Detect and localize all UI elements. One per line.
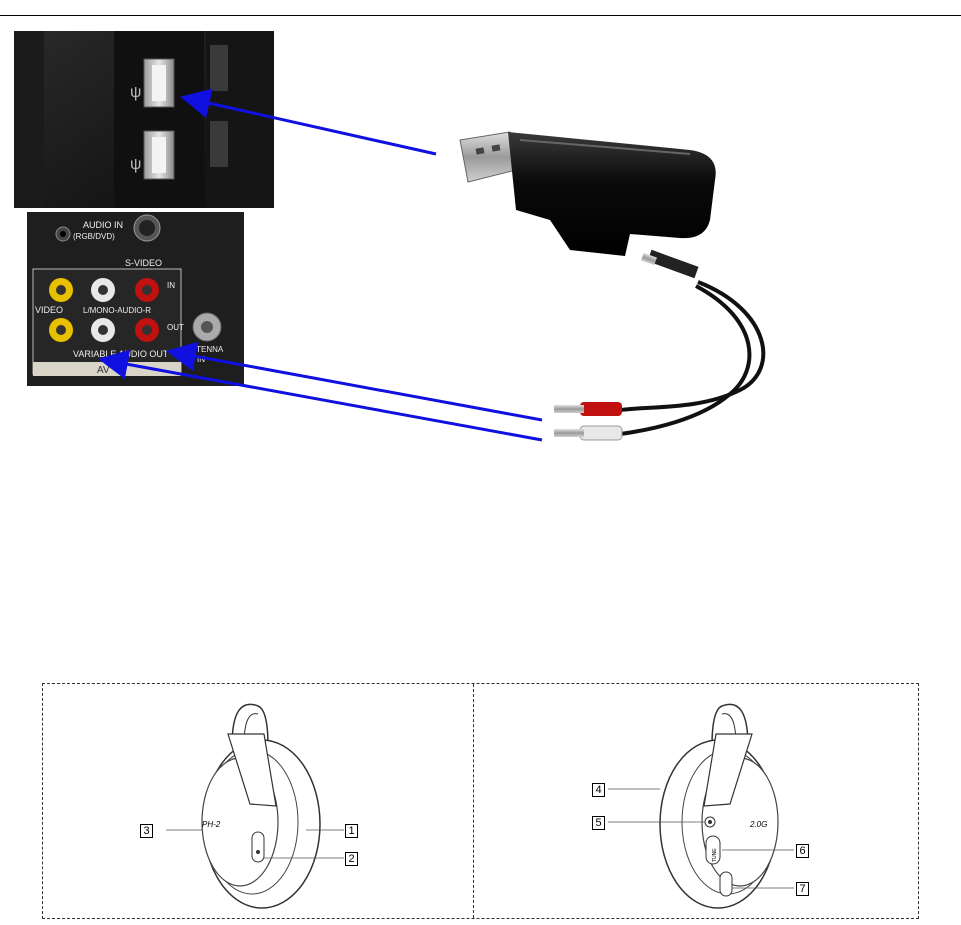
- headphone-left-illustration: PH-2: [140, 696, 400, 911]
- rca-arrow-red: [172, 352, 542, 420]
- callout-3: 3: [140, 824, 153, 838]
- connection-arrows: [0, 0, 961, 460]
- tune-label: TUNE: [712, 848, 718, 862]
- callout-5: 5: [592, 816, 605, 830]
- rca-arrow-white: [104, 360, 542, 440]
- callout-4: 4: [592, 783, 605, 797]
- callout-7: 7: [796, 882, 809, 896]
- headphones-divider: [473, 684, 474, 918]
- headphone-logo: PH-2: [202, 820, 221, 829]
- headphone-logo: 2.0G: [749, 820, 767, 829]
- callout-6: 6: [796, 844, 809, 858]
- callout-1: 1: [345, 824, 358, 838]
- callout-2: 2: [345, 852, 358, 866]
- usb-arrow: [186, 98, 436, 154]
- headphone-right-illustration: TUNE 2.0G: [580, 696, 820, 911]
